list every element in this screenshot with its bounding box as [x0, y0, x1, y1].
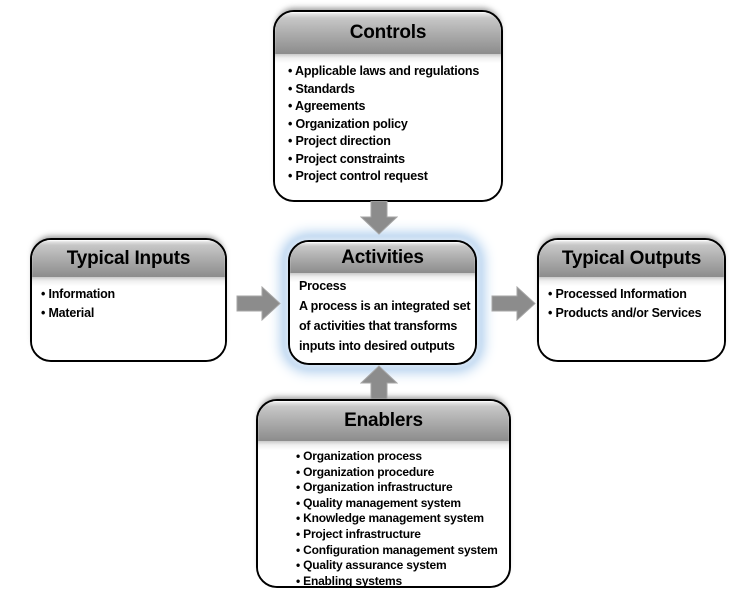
list-item: Project direction	[288, 133, 497, 151]
list-item: Information	[41, 285, 221, 304]
list-item: Applicable laws and regulations	[288, 63, 497, 81]
typical-inputs-box: Typical Inputs Information Material	[30, 238, 227, 362]
activities-description: A process is an integrated set of activi…	[299, 296, 471, 356]
activities-title: Activities	[290, 242, 475, 273]
typical-inputs-list: Information Material	[41, 285, 221, 322]
typical-outputs-body: Processed Information Products and/or Se…	[539, 277, 724, 360]
list-item: Agreements	[288, 98, 497, 116]
description-line: A process is an integrated set	[299, 299, 471, 313]
list-item: Material	[41, 304, 221, 323]
list-item: Quality assurance system	[296, 558, 506, 574]
list-item: Processed Information	[548, 285, 721, 304]
list-item: Quality management system	[296, 496, 506, 512]
enablers-box: Enablers Organization process Organizati…	[256, 399, 511, 588]
arrow-down-icon	[360, 201, 398, 235]
enablers-title: Enablers	[258, 401, 509, 441]
activities-box: Activities Process A process is an integ…	[288, 240, 477, 365]
controls-body: Applicable laws and regulations Standard…	[275, 54, 501, 200]
list-item: Knowledge management system	[296, 511, 506, 527]
arrow-right-icon	[491, 286, 536, 321]
typical-inputs-title: Typical Inputs	[32, 240, 225, 277]
list-item: Organization process	[296, 449, 506, 465]
controls-box: Controls Applicable laws and regulations…	[273, 10, 503, 202]
activities-body: Process A process is an integrated set o…	[290, 273, 475, 363]
arrow-right-icon	[236, 286, 281, 321]
list-item: Organization policy	[288, 116, 497, 134]
typical-outputs-box: Typical Outputs Processed Information Pr…	[537, 238, 726, 362]
enablers-body: Organization process Organization proced…	[258, 441, 509, 586]
list-item: Project control request	[288, 168, 497, 186]
list-item: Products and/or Services	[548, 304, 721, 323]
typical-inputs-body: Information Material	[32, 277, 225, 360]
list-item: Organization infrastructure	[296, 480, 506, 496]
typical-outputs-list: Processed Information Products and/or Se…	[548, 285, 721, 322]
list-item: Configuration management system	[296, 543, 506, 559]
description-line: inputs into desired outputs	[299, 339, 455, 353]
list-item: Organization procedure	[296, 465, 506, 481]
typical-outputs-title: Typical Outputs	[539, 240, 724, 277]
list-item: Project constraints	[288, 151, 497, 169]
list-item: Standards	[288, 81, 497, 99]
activities-process-label: Process	[299, 279, 347, 293]
enablers-list: Organization process Organization proced…	[296, 449, 506, 586]
controls-title: Controls	[275, 12, 501, 54]
list-item: Project infrastructure	[296, 527, 506, 543]
description-line: of activities that transforms	[299, 319, 458, 333]
list-item: Enabling systems	[296, 574, 506, 586]
controls-list: Applicable laws and regulations Standard…	[288, 63, 497, 186]
arrow-up-icon	[360, 365, 398, 399]
